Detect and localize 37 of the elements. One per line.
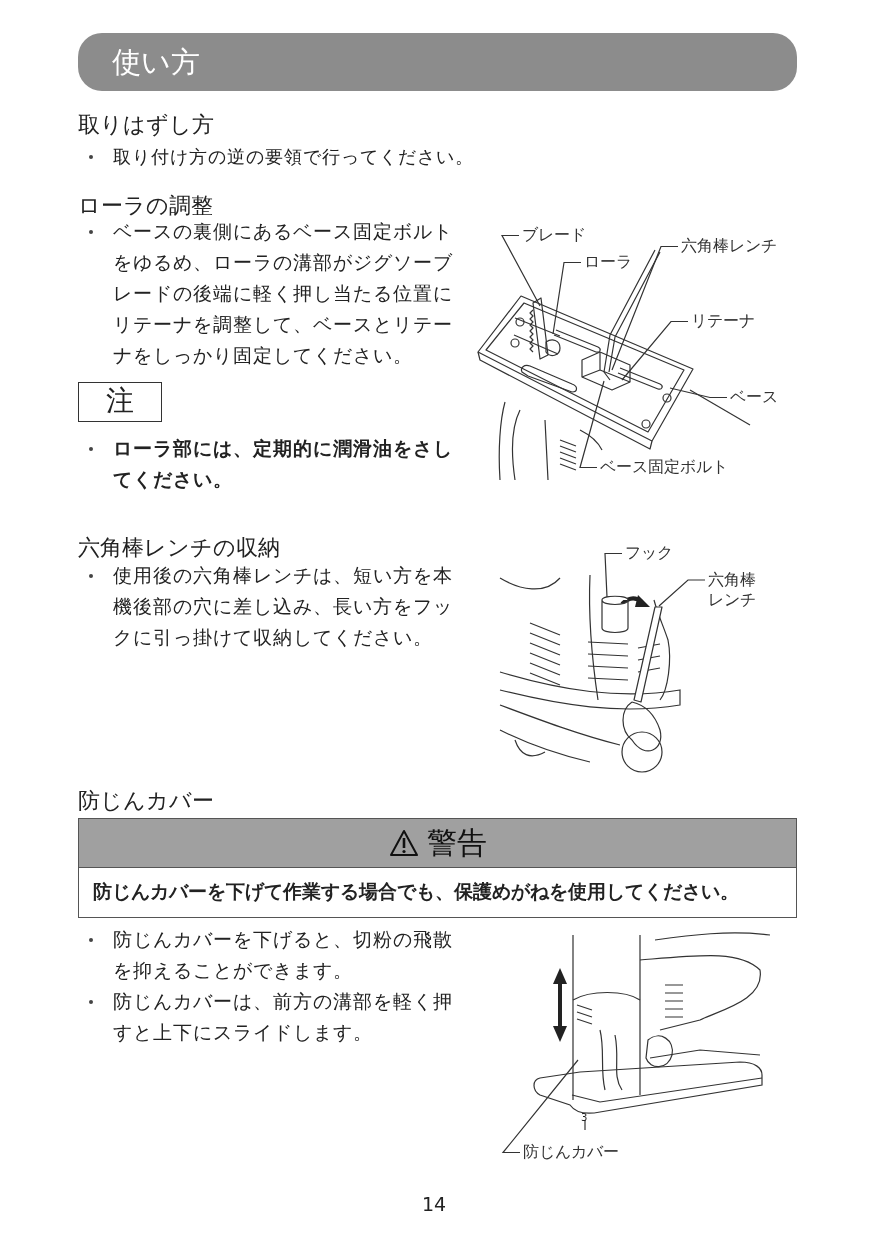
leader-line [501,1059,579,1154]
part-label: ベース [730,388,778,407]
leader-line [552,261,582,335]
leader-line [501,234,541,307]
warning-panel [78,818,797,918]
leader-line [611,245,679,371]
instruction-text: ベースの裏側にあるベース固定ボルトをゆるめ、ローラの溝部がジグソーブレードの後端に軽く押し当たる位置にリテーナを調整して、ベースとリテーナをしっかり固定してください。 [113,219,454,368]
warning-title: 警告 [426,823,487,862]
section-heading: 取りはずし方 [78,111,214,139]
instruction-text: 防じんカバーは、前方の溝部を軽く押すと上下にスライドします。 [113,989,454,1045]
instruction-text: 防じんカバーを下げると、切粉の飛散を抑えることができます。 [113,927,454,983]
part-label: 六角棒レンチ [708,570,758,610]
part-label: 六角棒レンチ [681,237,777,256]
instruction-text: 使用後の六角棒レンチは、短い方を本機後部の穴に差し込み、長い方をフックに引っ掛けて収納してください。 [113,563,454,650]
part-label: ブレード [522,226,586,245]
part-number: 3 [581,1111,588,1124]
section-heading: 六角棒レンチの収納 [78,534,280,562]
leader-line [621,320,689,381]
part-label: リテーナ [691,312,755,331]
instruction-text: 取り付け方の逆の要領で行ってください。 [113,145,475,169]
leader-line [604,552,623,598]
note-heading-box: 注 [78,382,162,422]
leader-line [658,579,706,607]
section-heading: ローラの調整 [78,192,213,220]
page-number: 14 [422,1192,447,1217]
leader-line [669,387,728,399]
warning-text: 防じんカバーを下げて作業する場合でも、保護めがねを使用してください。 [92,880,740,904]
part-label: ベース固定ボルト [600,458,728,477]
hex-wrench-drawing [633,606,663,703]
section-heading: 防じんカバー [78,787,214,815]
part-label: ローラ [584,253,632,272]
hook-drawing [601,595,629,634]
part-label: フック [625,544,673,563]
leader-line [579,380,605,469]
section-heading-band: 使い方 [78,33,797,91]
note-text: ローラ部には、定期的に潤滑油をさしてください。 [113,436,454,492]
part-label: 防じんカバー [523,1143,619,1162]
